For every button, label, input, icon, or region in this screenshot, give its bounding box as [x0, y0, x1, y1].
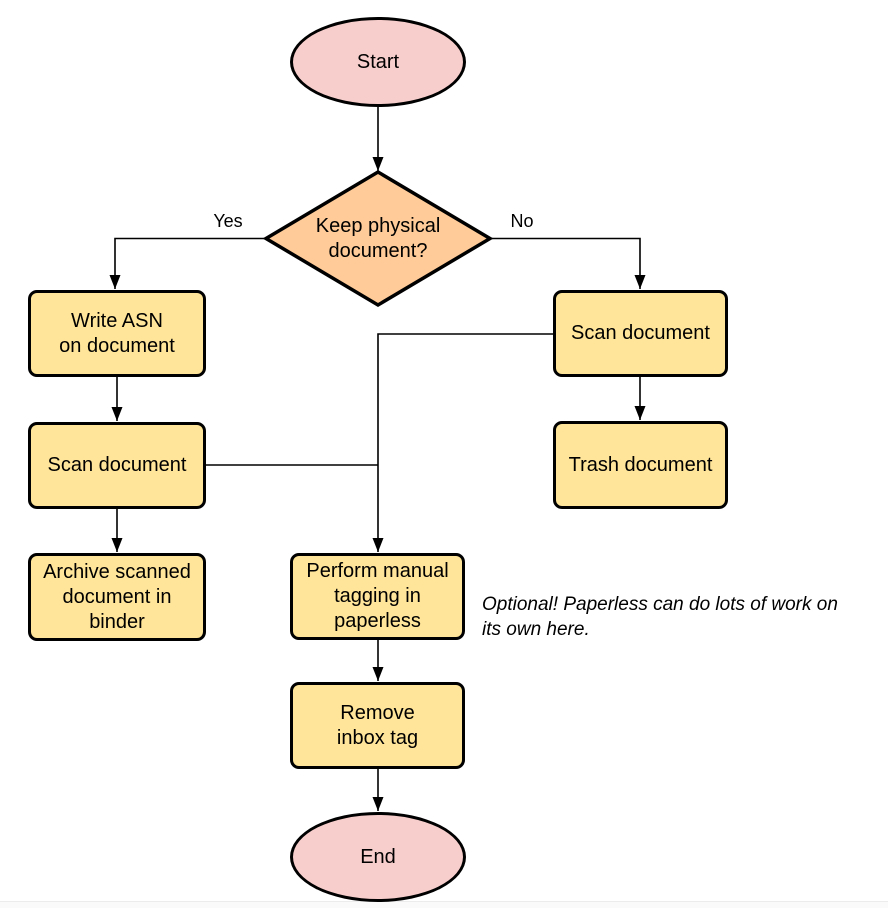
process-remove-inbox-tag: Remove inbox tag [290, 682, 465, 769]
decision-diamond-shape [262, 169, 494, 308]
process-scan-document-right: Scan document [553, 290, 728, 377]
edge-label-yes: Yes [213, 211, 243, 231]
process-perform-manual-tagging: Perform manual tagging in paperless [290, 553, 465, 640]
end-terminal: End [290, 812, 466, 902]
edge-label-no: No [510, 211, 534, 231]
edge-decision-yes-to-write-asn [109, 237, 266, 289]
process-trash-document: Trash document [553, 421, 728, 509]
process-write-asn-on-document: Write ASN on document [28, 290, 206, 377]
edge-scan-right-to-tagging [372, 333, 553, 552]
decision-keep-physical-document: Keep physical document? [315, 214, 441, 262]
start-terminal: Start [290, 17, 466, 107]
process-archive-scanned-document: Archive scanned document in binder [28, 553, 206, 641]
bottom-edge [0, 901, 888, 908]
process-scan-document-left: Scan document [28, 422, 206, 509]
optional-note: Optional! Paperless can do lots of work … [482, 594, 838, 640]
edge-decision-no-to-scan-right [490, 237, 646, 289]
